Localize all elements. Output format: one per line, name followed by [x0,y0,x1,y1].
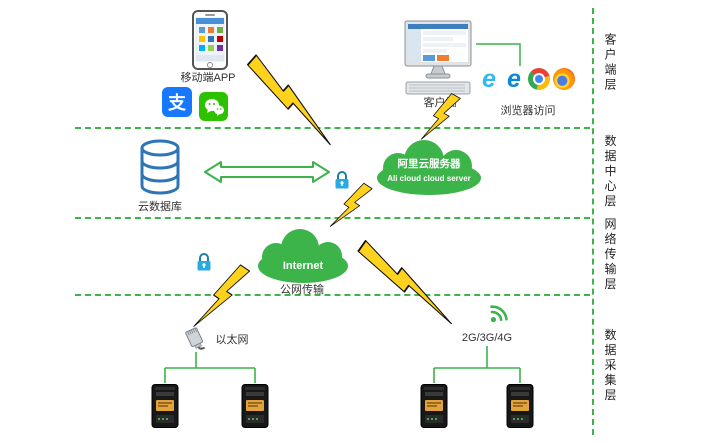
cellular-tree-connector [433,346,521,383]
lock-icon-2 [197,253,211,271]
edge-glyph: e [507,65,521,93]
alipay-icon: 支 [162,87,192,117]
database-icon [140,139,180,195]
lock-icon-1 [335,171,349,189]
cellular-label: 2G/3G/4G [461,332,513,344]
ali-cloud-subtitle: Ali cloud cloud server [387,174,471,183]
mobile-app-label: 移动端APP [180,72,236,84]
internet-label: Internet [283,260,324,272]
client-label: 客户端 [423,97,457,109]
smartphone-icon [192,10,228,70]
ethernet-label: 以太网 [215,334,249,346]
ie-glyph: e [482,65,496,93]
ie-icon: e [478,65,500,93]
gateway-device-icon [241,384,269,428]
client-browser-connector [476,43,521,66]
desktop-icon [404,20,472,95]
gateway-device-icon [420,384,448,428]
layer-separator-3 [75,294,590,296]
lightning-bolt-internet-cellular [353,239,463,326]
browser-access-label: 浏览器访问 [500,105,556,117]
public-net-label: 公网传输 [280,284,324,296]
wifi-icon [490,305,508,323]
chrome-icon [528,68,550,90]
ali-cloud-shape: 阿里云服务器 Ali cloud cloud server [377,140,481,195]
layer-separator-2 [75,217,590,219]
edge-icon: e [503,65,525,93]
wechat-icon [199,92,228,121]
chat-bubbles-icon [204,98,224,116]
lightning-bolt-mobile [242,54,344,147]
ali-cloud-title: 阿里云服务器 [398,157,461,170]
browser-icons-group: e e [478,65,575,93]
gateway-device-icon [506,384,534,428]
cloud-db-label: 云数据库 [138,201,182,213]
gateway-device-icon [151,384,179,428]
alipay-glyph: 支 [168,93,186,113]
layer-label-network: 网络传输层 [603,217,617,293]
layer-label-acquisition: 数据采集层 [603,328,617,404]
firefox-icon [553,68,575,90]
layer-separator-1 [75,127,590,129]
ethernet-plug-icon [185,327,206,350]
layer-boundary-vertical [592,8,594,435]
ethernet-tree-connector [164,352,256,383]
internet-cloud-shape: Internet [258,229,348,283]
layer-label-client: 客户端层 [603,33,617,93]
layer-label-data-center: 数据中心层 [603,134,617,210]
sync-arrow-icon [204,161,330,183]
